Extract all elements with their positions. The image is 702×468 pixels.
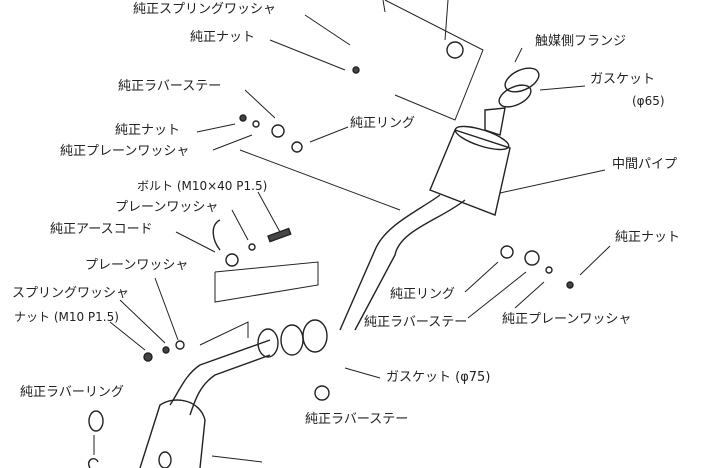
flanges	[257, 319, 328, 358]
label-oem-rubber-stay-left: 純正ラバーステー	[118, 79, 222, 94]
label-oem-nut-left: 純正ナット	[115, 123, 181, 138]
label-oem-ring-top: 純正リング	[350, 116, 416, 131]
label-oem-ring-right: 純正リング	[390, 287, 456, 302]
label-nut-m10: ナット (M10 P1.5)	[14, 310, 119, 324]
hardware	[143, 41, 574, 401]
label-oem-plain-washer-right: 純正プレーンワッシャ	[502, 312, 632, 327]
label-oem-spring-washer: 純正スプリングワッシャ	[133, 2, 277, 17]
label-oem-rubber-stay-bottom: 純正ラバーステー	[305, 412, 409, 427]
leader-lines	[93, 0, 611, 463]
label-spring-washer: スプリングワッシャ	[12, 286, 130, 301]
label-plain-washer-1: プレーンワッシャ	[115, 200, 219, 215]
label-bolt: ボルト (M10×40 P1.5)	[137, 179, 268, 193]
label-catalyst-flange: 触媒側フランジ	[535, 34, 627, 49]
label-oem-nut-top: 純正ナット	[190, 30, 256, 45]
mid-pipe	[339, 67, 540, 331]
label-oem-earth-cord: 純正アースコード	[50, 222, 153, 237]
label-gasket-75: ガスケット (φ75)	[386, 370, 491, 385]
label-oem-plain-washer-left: 純正プレーンワッシャ	[60, 144, 190, 159]
tail-section	[88, 339, 271, 468]
label-oem-rubber-stay-right: 純正ラバーステー	[364, 315, 468, 330]
label-oem-nut-right: 純正ナット	[615, 230, 681, 245]
label-mid-pipe: 中間パイプ	[612, 157, 678, 172]
label-gasket-65: ガスケット	[590, 72, 656, 87]
label-oem-rubber-ring: 純正ラバーリング	[20, 385, 124, 400]
assembly-outlines	[199, 0, 484, 346]
label-plain-washer-2: プレーンワッシャ	[85, 258, 189, 273]
label-gasket-65-size: (φ65)	[632, 94, 665, 108]
